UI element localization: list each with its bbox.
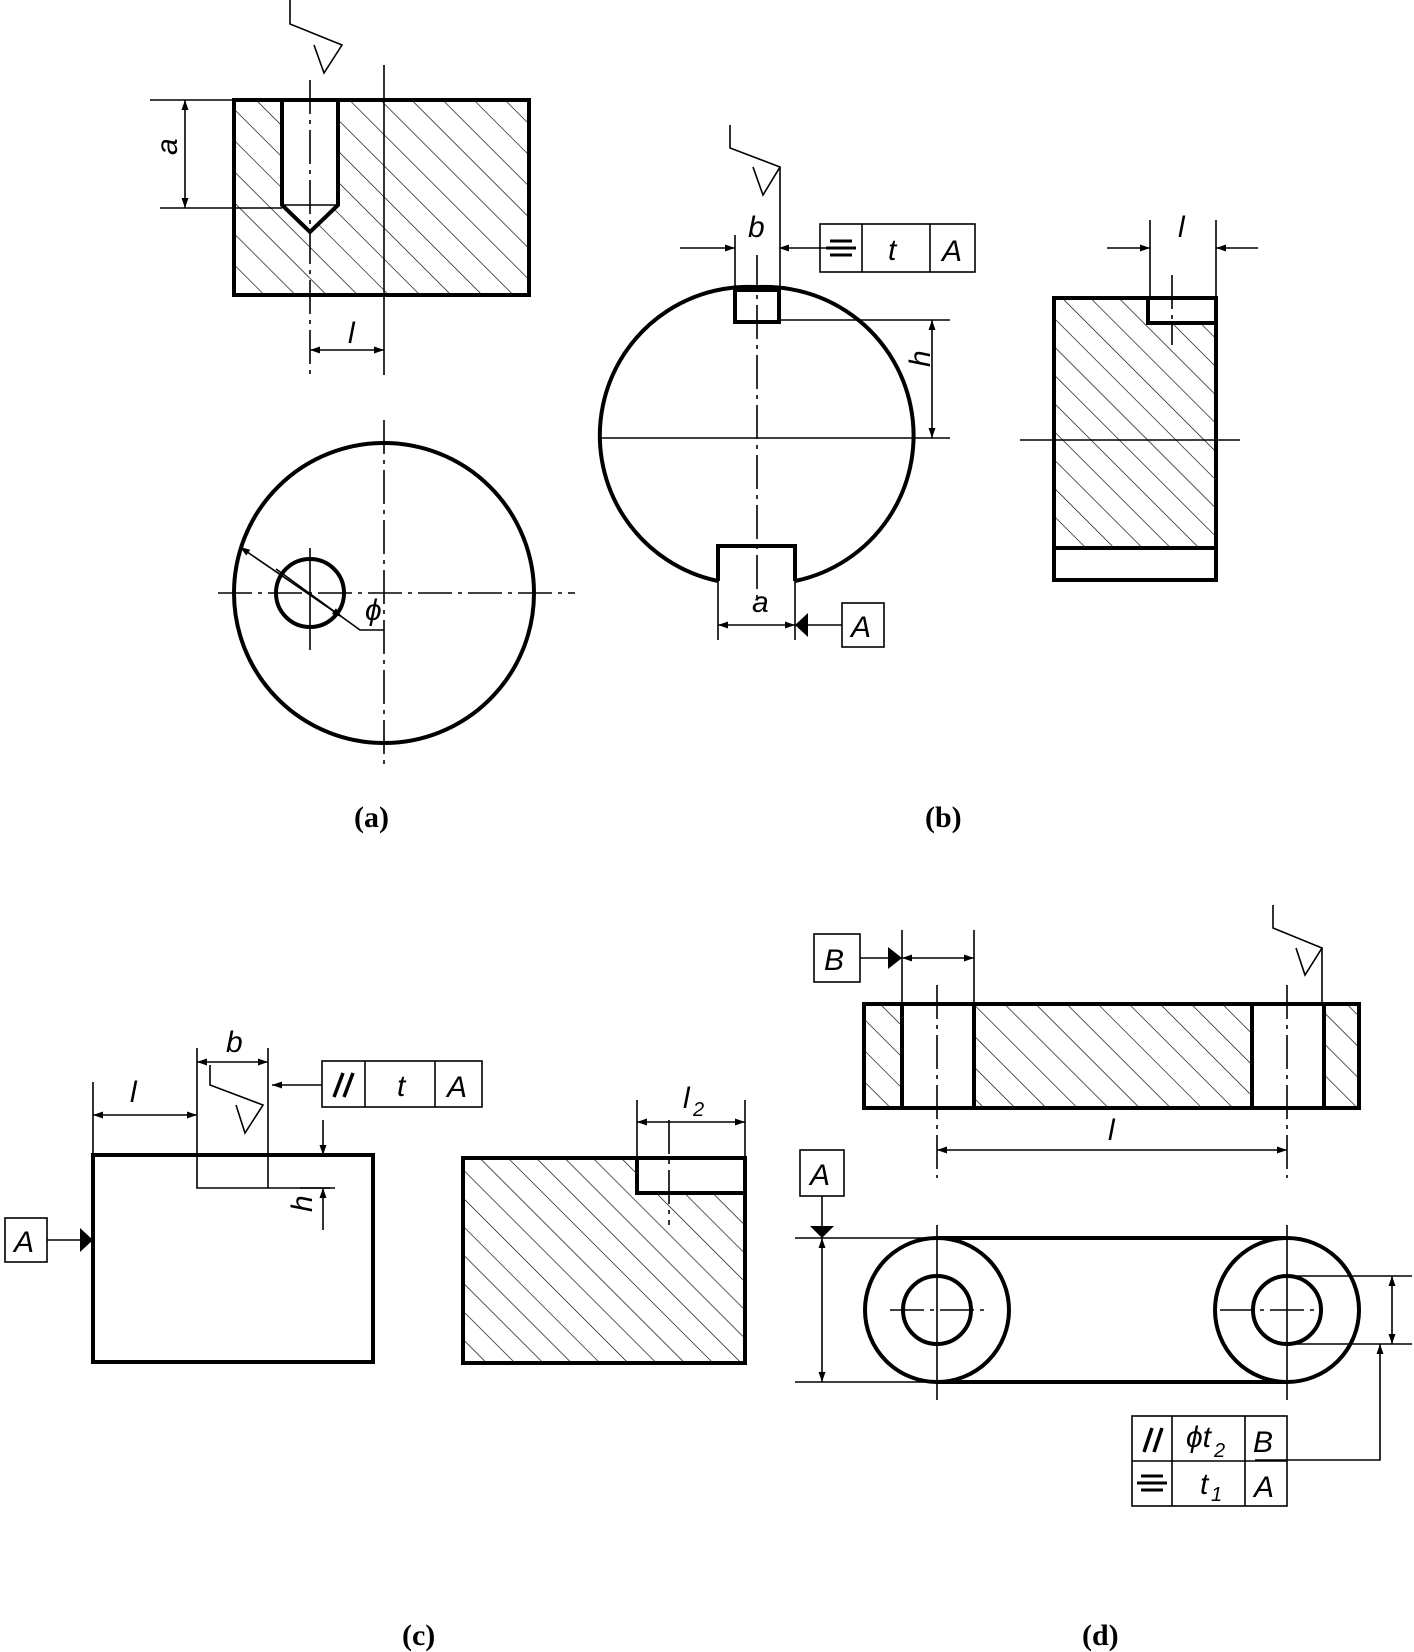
roughness-symbol-icon [729,125,782,197]
fig-b-dim-slot-bottom: a [752,586,769,619]
fig-b-side-view: l [1020,211,1258,582]
fig-b-tolerance-value: t [888,234,898,267]
fig-d-tol-row1-datum: B [1253,1426,1273,1459]
fig-d-tol-row1-value: ϕt [1186,1421,1213,1454]
fig-a-dim-depth: a [151,138,184,155]
fig-b-tolerance-frame: t A [819,223,976,273]
fig-c-tolerance-frame: t A [321,1060,483,1108]
fig-c-section-view: l 2 [461,1082,747,1365]
fig-c-datum-label: A [12,1226,34,1259]
figure-b: b t A h a [597,125,1258,834]
fig-b-dim-height: h [904,350,937,367]
fig-d-datum-left: B [824,944,844,977]
roughness-symbol-icon [1272,905,1324,977]
symmetry-icon [1137,1474,1167,1492]
fig-d-tol-row2-sub: 1 [1211,1484,1222,1506]
fig-d-tolerance-frame: ϕt 2 B t 1 A [1131,1415,1288,1507]
caption-d: (d) [1082,1619,1119,1652]
fig-b-dim-width: b [748,211,765,244]
parallelism-icon [1142,1427,1164,1453]
caption-a: (a) [354,801,389,834]
fig-a-top-view: ϕ [218,420,575,765]
symmetry-icon [826,239,856,257]
fig-b-tolerance-datum: A [940,235,962,268]
fig-d-datum-b-box [813,933,861,983]
fig-d-tol-row2-datum: A [1252,1471,1274,1504]
fig-b-front-view: b t A h a [597,125,976,648]
parallelism-icon [332,1072,355,1098]
fig-a-dim-hole-dia: ϕ [365,594,382,627]
fig-d-tol-row2-value: t [1200,1468,1210,1501]
fig-d-tol-row1-sub: 2 [1213,1440,1225,1462]
roughness-symbol-icon [209,1065,265,1135]
fig-d-top-view: A [795,1149,1412,1461]
caption-b: (b) [925,801,962,834]
fig-a-section-view: a l [150,0,531,375]
figure-a: a l ϕ (a) [150,0,575,834]
fig-b-datum-box [841,602,885,648]
fig-d-datum-top: A [808,1159,830,1192]
figure-c: l b t A [4,1026,747,1652]
fig-d-dim-center-distance: l [1108,1114,1116,1147]
fig-a-dim-offset: l [348,317,356,350]
caption-c: (c) [402,1619,435,1652]
fig-c-tolerance-value: t [397,1070,407,1103]
roughness-symbol-icon [289,0,344,75]
figure-d: B l A [795,905,1412,1652]
fig-b-dim-length: l [1178,211,1186,244]
fig-d-section-view: B l [813,905,1361,1178]
fig-c-dim-depth: h [286,1195,319,1212]
fig-d-datum-a-box [799,1149,845,1197]
fig-c-dim-offset: l [130,1076,138,1109]
fig-c-front-view: l b t A [4,1026,483,1364]
fig-c-dim-length: l [683,1082,691,1115]
fig-c-dim-length-sub: 2 [692,1099,704,1121]
fig-c-tolerance-datum: A [445,1071,467,1104]
fig-c-dim-width: b [226,1026,243,1059]
fig-b-datum-label: A [849,611,871,644]
